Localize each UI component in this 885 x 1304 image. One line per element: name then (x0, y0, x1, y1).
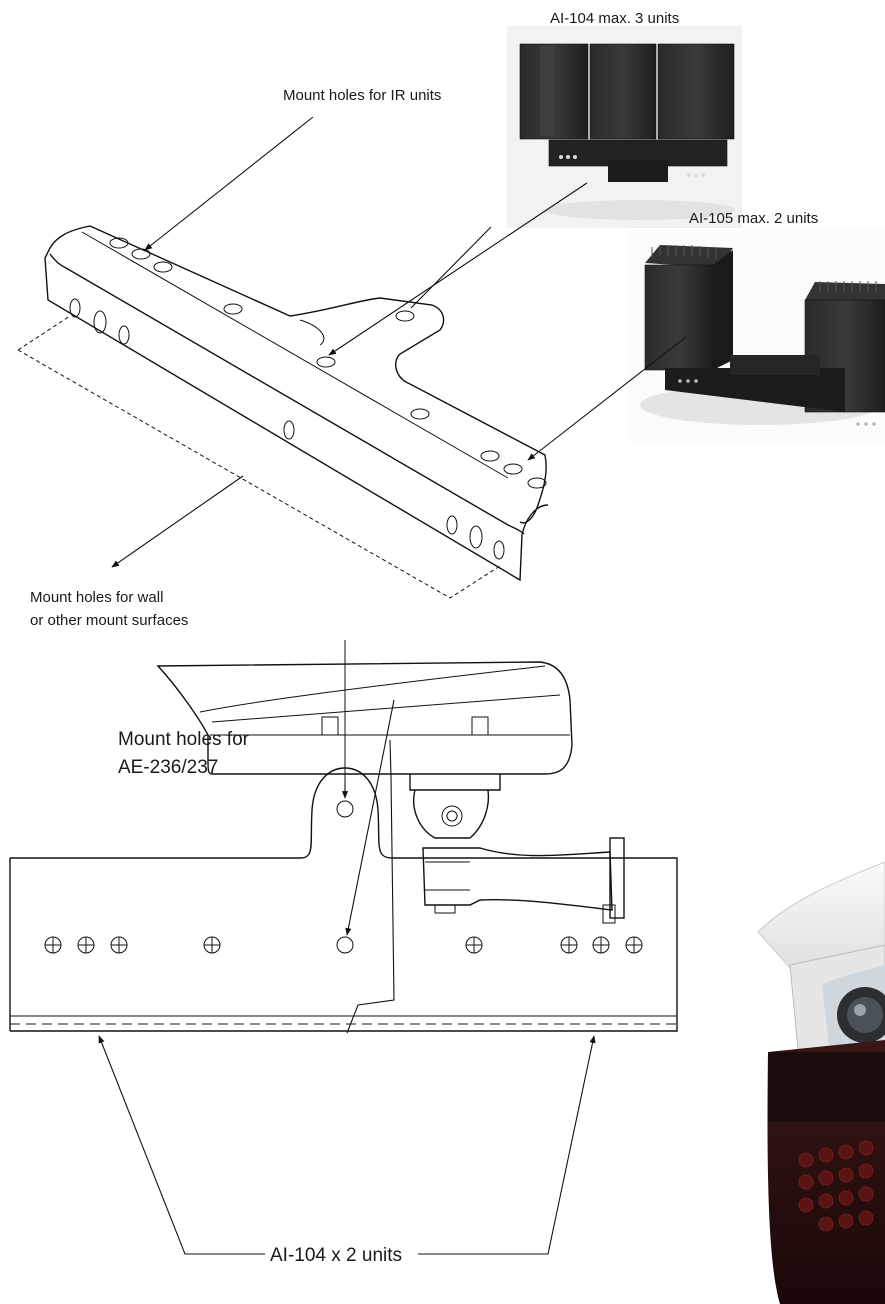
arrow-ai104-left (98, 1035, 265, 1255)
arrow-ai104-to-hole (328, 182, 588, 356)
arrow-ai104-right (418, 1035, 596, 1255)
ir-mount-holes-label: Mount holes for IR units (283, 87, 441, 104)
line-camera-right (346, 739, 395, 1034)
wall-mount-label-line2: or other mount surfaces (30, 612, 188, 629)
arrow-ai105-holes (527, 336, 687, 461)
wall-mount-dashed-outline (17, 315, 501, 599)
bracket-holes (44, 936, 643, 954)
ai105-max-label: AI-105 max. 2 units (689, 210, 818, 227)
bracket-isometric (44, 225, 549, 582)
ae-mount-label-line2: AE-236/237 (118, 757, 218, 778)
camera-housing-drawing (156, 661, 625, 924)
ai104-max-label: AI-104 max. 3 units (550, 10, 679, 27)
arrow-ir-holes (144, 116, 314, 251)
wall-mount-label-line1: Mount holes for wall (30, 589, 163, 606)
ai104-photo (507, 26, 742, 228)
arrow-ai104-line (410, 226, 492, 309)
arrow-camera-to-center-hole (345, 699, 395, 936)
ae-mount-label-line1: Mount holes for (118, 729, 250, 750)
ai105-photo (628, 230, 885, 442)
camera-ir-photo (757, 861, 885, 1304)
arrow-wall-mount (111, 475, 244, 568)
bracket-front-elevation (9, 767, 678, 1032)
ai104-x2-label: AI-104 x 2 units (270, 1245, 402, 1266)
